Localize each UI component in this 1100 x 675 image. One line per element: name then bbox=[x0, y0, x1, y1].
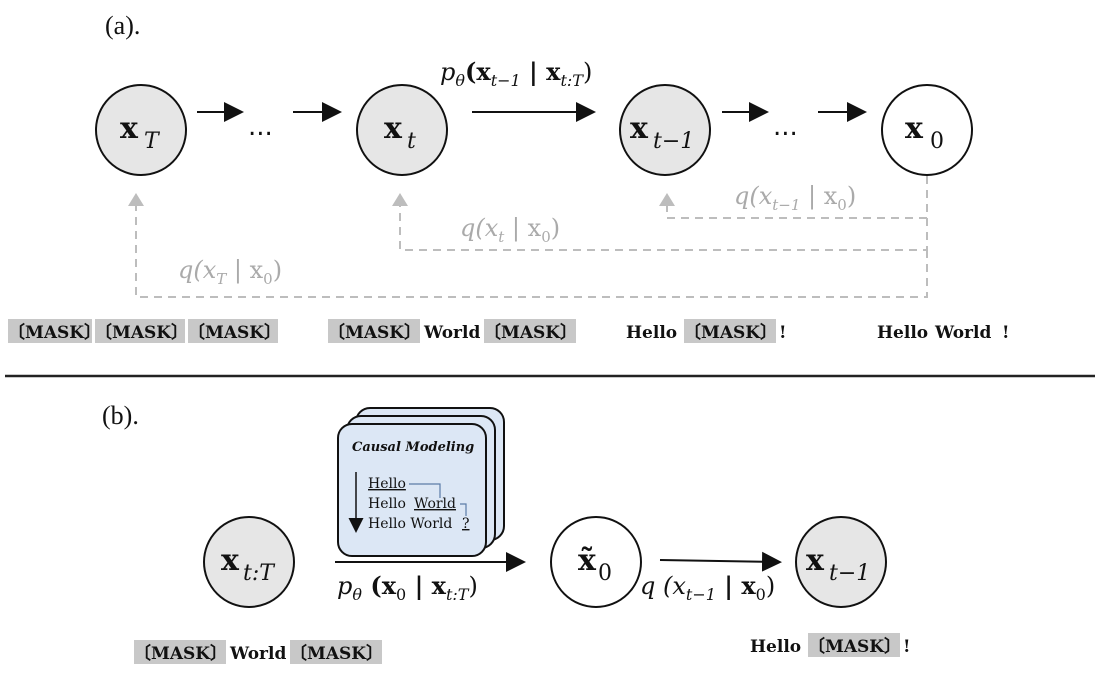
svg-text:World: World bbox=[229, 644, 286, 664]
svg-text:t−1: t−1 bbox=[829, 561, 870, 586]
q-arrowhead-3 bbox=[128, 193, 144, 206]
tokens-xT: 〔MASK〕 〔MASK〕 〔MASK〕 bbox=[8, 319, 281, 343]
node-xT: x T bbox=[95, 84, 187, 176]
svg-text:〔MASK〕: 〔MASK〕 bbox=[290, 643, 383, 664]
panel-a-label: (a). bbox=[105, 11, 140, 40]
svg-text:x: x bbox=[384, 111, 403, 146]
causal-modeling-card: Causal Modeling Hello Hello World Hello … bbox=[337, 407, 505, 557]
node-b-x0-tilde: x̃ 0 bbox=[550, 516, 642, 608]
node-xt-minus-1: x t−1 bbox=[619, 84, 711, 176]
svg-text:〔MASK〕: 〔MASK〕 bbox=[808, 636, 901, 657]
tokens-b-out: Hello 〔MASK〕 ! bbox=[750, 633, 910, 657]
svg-text:〔MASK〕: 〔MASK〕 bbox=[484, 322, 577, 343]
svg-text:World: World bbox=[934, 323, 991, 343]
svg-text:x: x bbox=[221, 543, 240, 578]
svg-text:0: 0 bbox=[598, 561, 612, 586]
q-label-T: q(xT | x0) bbox=[178, 256, 282, 288]
q-b-label: q (xt−1 | x0) bbox=[640, 571, 775, 604]
svg-text:x̃: x̃ bbox=[578, 543, 597, 578]
card-title: Causal Modeling bbox=[352, 440, 474, 455]
svg-text:0: 0 bbox=[930, 129, 944, 154]
svg-text:x: x bbox=[905, 111, 924, 146]
q-arrowhead-1 bbox=[659, 193, 675, 206]
svg-text:!: ! bbox=[779, 323, 786, 343]
svg-text:x: x bbox=[806, 543, 825, 578]
svg-text:?: ? bbox=[462, 516, 470, 532]
svg-text:Hello: Hello bbox=[626, 323, 677, 343]
svg-text:〔MASK〕: 〔MASK〕 bbox=[684, 322, 777, 343]
svg-text:Hello World: Hello World bbox=[368, 516, 452, 532]
svg-text:Hello: Hello bbox=[750, 637, 801, 657]
svg-text:〔MASK〕: 〔MASK〕 bbox=[328, 322, 421, 343]
arrow-b-q bbox=[659, 551, 782, 572]
svg-text:World: World bbox=[414, 496, 456, 512]
tokens-b-in: 〔MASK〕 World 〔MASK〕 bbox=[134, 640, 383, 664]
svg-text:t−1: t−1 bbox=[653, 129, 694, 154]
svg-text:〔MASK〕: 〔MASK〕 bbox=[8, 322, 101, 343]
node-b-xtT: x t:T bbox=[203, 516, 295, 608]
svg-text:〔MASK〕: 〔MASK〕 bbox=[95, 322, 188, 343]
svg-text:!: ! bbox=[903, 637, 910, 657]
svg-text:t: t bbox=[407, 129, 416, 154]
svg-text:Hello: Hello bbox=[368, 476, 406, 492]
tokens-xt: 〔MASK〕 World 〔MASK〕 bbox=[328, 319, 577, 343]
forward-label: pθ(xt−1 | xt:T) bbox=[440, 57, 592, 90]
svg-text:World: World bbox=[423, 323, 480, 343]
svg-text:Hello: Hello bbox=[368, 496, 406, 512]
p-theta-label: pθ (x0 | xt:T) bbox=[337, 571, 478, 604]
svg-text:T: T bbox=[144, 129, 161, 154]
q-label-t-minus-1: q(xt−1 | x0) bbox=[734, 182, 856, 214]
node-x0: x 0 bbox=[881, 84, 973, 176]
svg-text:〔MASK〕: 〔MASK〕 bbox=[188, 322, 281, 343]
tokens-x0: Hello World ! bbox=[877, 323, 1009, 343]
panel-b-label: (b). bbox=[102, 401, 139, 430]
q-paths bbox=[135, 176, 928, 298]
tokens-xt-minus-1: Hello 〔MASK〕 ! bbox=[626, 319, 786, 343]
ellipsis-1: ... bbox=[248, 112, 273, 142]
node-xt: x t bbox=[356, 84, 448, 176]
svg-text:〔MASK〕: 〔MASK〕 bbox=[134, 643, 227, 664]
q-label-t: q(xt | x0) bbox=[460, 214, 560, 246]
q-arrowhead-2 bbox=[392, 193, 408, 206]
svg-text:x: x bbox=[120, 111, 139, 146]
svg-text:!: ! bbox=[1002, 323, 1009, 343]
svg-text:Hello: Hello bbox=[877, 323, 928, 343]
svg-text:t:T: t:T bbox=[243, 561, 276, 586]
node-b-xt-minus-1: x t−1 bbox=[795, 516, 887, 608]
ellipsis-2: ... bbox=[773, 112, 798, 142]
svg-text:x: x bbox=[630, 111, 649, 146]
